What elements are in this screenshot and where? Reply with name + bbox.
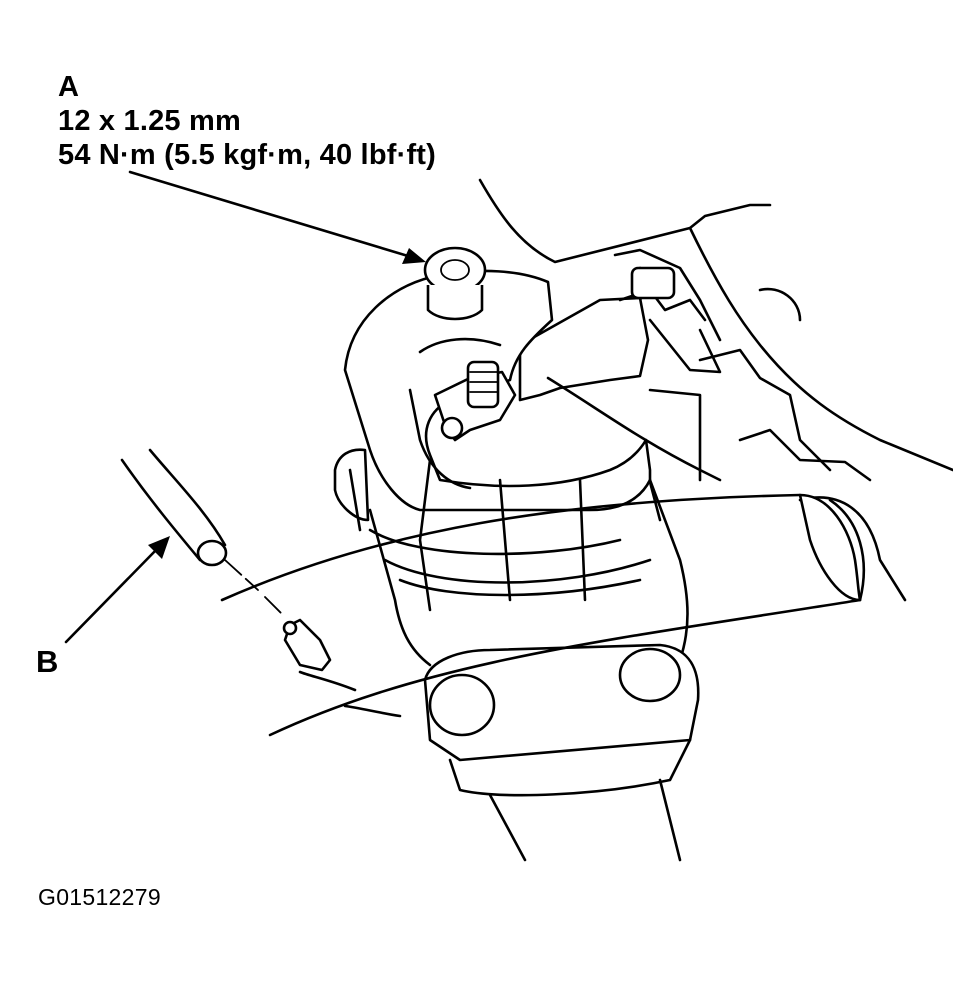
- damper-body: [333, 448, 689, 667]
- lower-clamp: [423, 643, 700, 797]
- callout-a-label: A 12 x 1.25 mm 54 N·m (5.5 kgf·m, 40 lbf…: [58, 70, 436, 172]
- upper-mount-housing: [343, 246, 652, 512]
- leader-arrow-b: [64, 536, 170, 644]
- brake-hose: [120, 448, 402, 718]
- callout-a-letter: A: [58, 71, 80, 103]
- figure-code: G01512279: [38, 884, 161, 910]
- center-line: [224, 559, 283, 615]
- strap-band: [220, 493, 862, 737]
- callout-a-thread-spec: 12 x 1.25 mm: [58, 105, 241, 137]
- callout-a-torque-spec: 54 N·m (5.5 kgf·m, 40 lbf·ft): [58, 139, 437, 171]
- callout-b-letter: B: [36, 644, 59, 679]
- knuckle-bracket: [518, 266, 722, 482]
- leader-arrow-a: [128, 170, 426, 264]
- strut-tube: [488, 778, 682, 862]
